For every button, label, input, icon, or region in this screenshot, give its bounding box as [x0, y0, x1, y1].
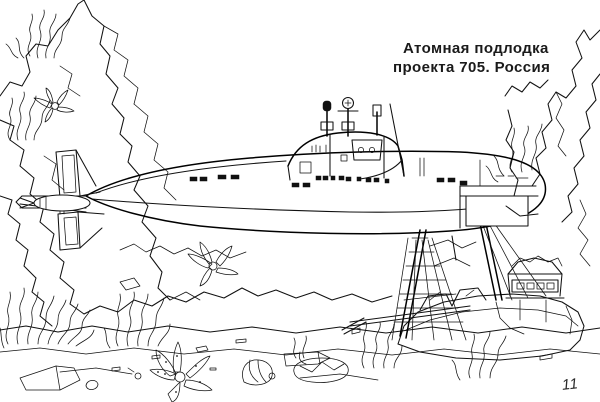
pebble-round	[134, 372, 142, 380]
starfish-small-rock	[187, 241, 239, 287]
shell-clam-left	[242, 359, 276, 386]
conning-tower	[287, 131, 405, 181]
pebble-3	[151, 354, 161, 360]
seaweed-cluster-bottomright	[361, 321, 403, 369]
shipwreck-galleon	[341, 213, 585, 361]
pebble-7	[111, 366, 121, 372]
caption-line-2: проекта 705. Россия	[393, 59, 551, 76]
seaweed-cluster-topleft	[5, 9, 71, 59]
hull-markings	[59, 157, 515, 215]
pebble-8	[119, 277, 141, 291]
starfish-tiny-left	[33, 87, 75, 123]
pebble-9	[351, 327, 361, 335]
pebble-large-left	[19, 365, 81, 391]
starfish-large	[149, 341, 213, 402]
periscope-and-masts	[320, 96, 405, 177]
rock-formation-right	[504, 29, 600, 267]
shell-pointed	[283, 351, 331, 367]
seaweed-clusters	[0, 9, 543, 381]
page-number: 11	[561, 375, 580, 394]
rock-formation-mid	[83, 243, 393, 315]
shipwreck-rigging	[391, 217, 547, 341]
pebble-6	[209, 367, 217, 371]
deck-vents	[315, 175, 390, 184]
pebble-4	[235, 338, 247, 344]
pebble-2	[195, 345, 209, 353]
seaweed-cluster-right	[485, 123, 543, 183]
seashells-and-pebbles	[19, 277, 553, 391]
pebble-stem	[127, 367, 135, 373]
rock-formation-left	[0, 0, 177, 327]
caption-line-1: Атомная подлодка	[403, 40, 549, 57]
submarine	[15, 96, 547, 251]
propeller	[19, 194, 91, 212]
seaweed-cluster-bottomleft2	[103, 291, 171, 349]
pebble-5	[539, 353, 553, 361]
seaweed-cluster-midbottom	[451, 331, 507, 381]
seaweed-cluster-centerbottom	[293, 335, 307, 359]
seaweed-cluster-bottomleft	[0, 287, 95, 349]
pebble-1	[85, 380, 99, 390]
shipwreck-stern-castle	[505, 255, 565, 323]
seaweed-cluster-leftmid	[7, 91, 51, 141]
